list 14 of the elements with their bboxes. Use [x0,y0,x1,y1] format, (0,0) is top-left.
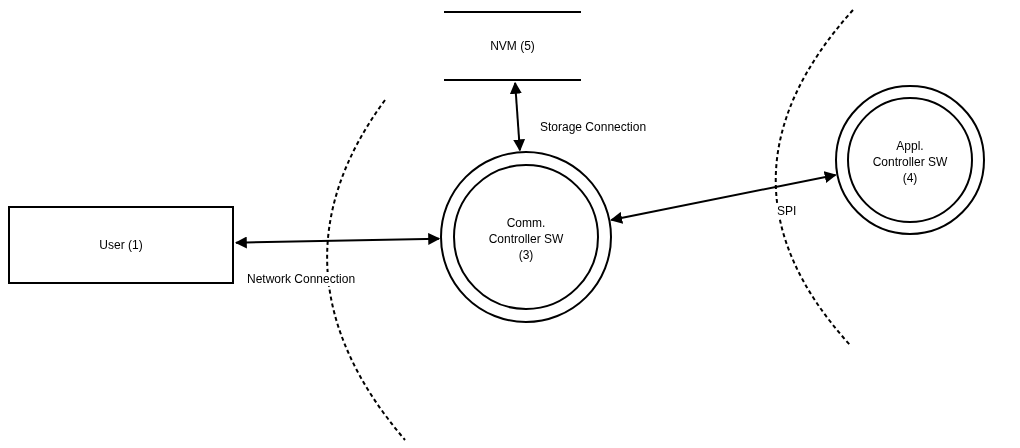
process-circle [440,151,612,323]
node-label: User (1) [98,237,144,253]
edge-label: Network Connection [246,272,357,286]
edge-label: SPI [776,204,798,218]
node-label: Comm. Controller SW (3) [488,215,564,263]
arrow [509,81,526,152]
arrow [610,171,837,224]
node-label: Appl. Controller SW (4) [872,138,948,186]
arrow [234,232,441,249]
data-store [444,11,581,81]
external-entity-box [8,206,234,284]
node-label: NVM (5) [489,38,536,54]
edge-label: Storage Connection [539,120,648,134]
process-circle [835,85,985,235]
